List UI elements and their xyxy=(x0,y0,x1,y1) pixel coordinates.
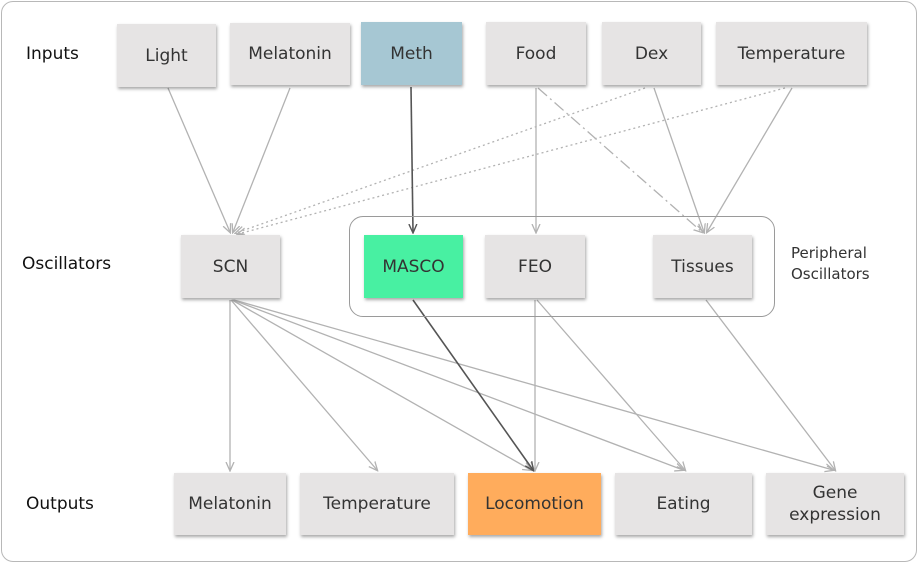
arrow-tissues-to-gene-expression xyxy=(705,299,835,470)
row-label-oscillators: Oscillators xyxy=(22,254,112,274)
arrow-scn-to-gene-expression xyxy=(233,299,833,470)
arrow-temperature-to-scn xyxy=(238,87,786,234)
input-dex: Dex xyxy=(602,22,701,85)
gene-expression-line1: Gene xyxy=(812,483,858,503)
arrow-masco-to-locomotion xyxy=(412,299,533,470)
output-melatonin: Melatonin xyxy=(174,473,286,535)
oscillator-scn: SCN xyxy=(181,235,280,298)
oscillator-masco: MASCO xyxy=(364,235,463,298)
gene-expression-line2: expression xyxy=(789,505,881,525)
arrow-scn-to-eating xyxy=(232,299,683,470)
arrow-temperature-to-tissues xyxy=(707,87,793,232)
peripheral-label-line2: Oscillators xyxy=(791,265,870,283)
output-locomotion: Locomotion xyxy=(468,473,601,535)
peripheral-label-line1: Peripheral xyxy=(791,244,867,262)
input-meth: Meth xyxy=(361,22,462,85)
arrow-light-to-scn xyxy=(167,87,230,232)
peripheral-oscillators-group xyxy=(349,216,775,317)
input-melatonin: Melatonin xyxy=(230,23,350,85)
input-food: Food xyxy=(486,22,586,85)
input-temperature: Temperature xyxy=(716,22,867,85)
output-temperature: Temperature xyxy=(300,473,454,535)
output-eating: Eating xyxy=(615,473,752,535)
oscillator-feo: FEO xyxy=(485,235,585,298)
oscillator-tissues: Tissues xyxy=(653,235,752,298)
input-light: Light xyxy=(117,24,216,87)
arrow-melatonin-to-scn xyxy=(233,87,291,232)
arrow-dex-to-scn xyxy=(236,87,646,233)
arrow-meth-to-masco xyxy=(411,86,413,232)
row-label-inputs: Inputs xyxy=(26,44,79,64)
arrow-dex-to-tissues xyxy=(653,87,704,232)
arrow-food-to-tissues xyxy=(537,87,702,232)
arrow-scn-to-temperature xyxy=(230,299,377,470)
output-gene-expression: Gene expression xyxy=(766,473,904,535)
arrow-feo-to-eating xyxy=(536,299,685,470)
row-label-outputs: Outputs xyxy=(26,494,94,514)
peripheral-oscillators-label: Peripheral Oscillators xyxy=(791,243,870,285)
arrow-scn-to-locomotion xyxy=(231,299,531,470)
